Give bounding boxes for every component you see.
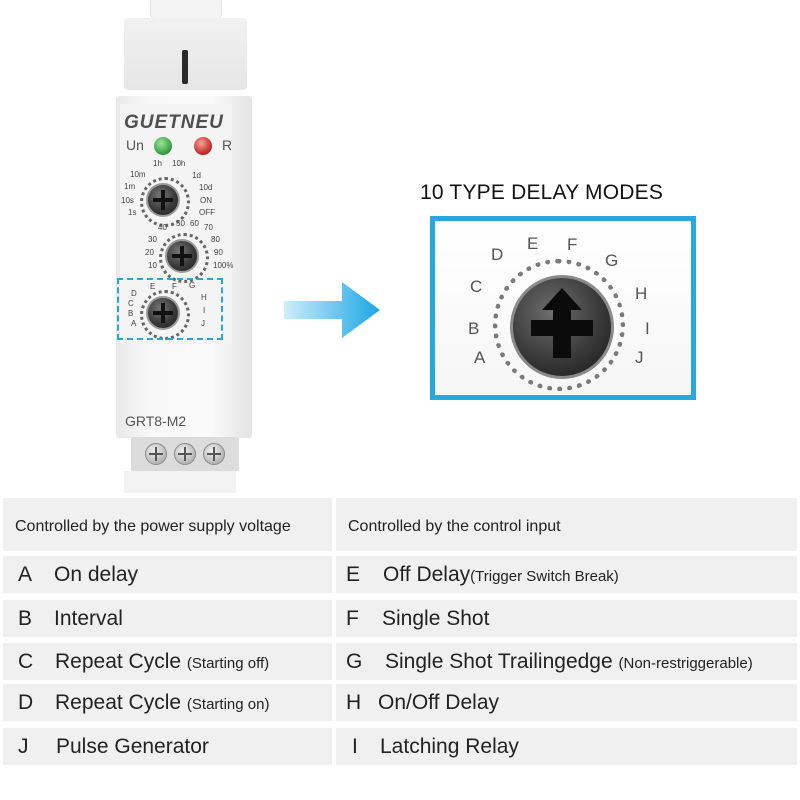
mode-label: D <box>491 245 504 264</box>
mode-label: B <box>468 319 480 338</box>
mode-name: Single Shot <box>382 607 490 630</box>
mode-label: E <box>527 234 539 253</box>
dial-label: 1h <box>153 159 162 168</box>
dial-label: I <box>203 306 206 315</box>
zoom-title: 10 TYPE DELAY MODES <box>420 181 664 204</box>
mode-letter: A <box>18 563 33 586</box>
dial-label: J <box>201 319 205 328</box>
mode-letter: G <box>346 650 363 673</box>
relay-led-icon <box>194 137 212 155</box>
dial-label: 90 <box>214 248 223 257</box>
mode-label: F <box>567 235 578 254</box>
dial-label: B <box>128 309 134 318</box>
dial-label: E <box>150 282 156 291</box>
dial-label: 100% <box>213 261 234 270</box>
terminal-screw-icon <box>174 443 196 465</box>
mode-label: H <box>635 284 648 303</box>
mode-label: C <box>470 277 483 296</box>
mode-knob-zoomed <box>510 275 614 379</box>
mode-name: Off Delay(Trigger Switch Break) <box>383 563 619 586</box>
dial-label: 10s <box>121 196 134 205</box>
mode-label: J <box>635 348 644 367</box>
dial-label: H <box>201 293 207 302</box>
table-row: A On delay <box>3 556 332 593</box>
device-foot <box>124 471 236 493</box>
mode-knob[interactable] <box>146 296 180 330</box>
led-label-r: R <box>222 137 233 153</box>
percentage-knob[interactable] <box>165 239 199 273</box>
power-led-icon <box>154 137 172 155</box>
arrow-up-icon <box>542 288 582 310</box>
table-row: F Single Shot <box>336 600 797 637</box>
dial-label: 60 <box>190 219 199 228</box>
model-label: GRT8-M2 <box>125 413 187 429</box>
time-range-knob[interactable] <box>146 183 180 217</box>
table-row: I Latching Relay <box>336 728 797 765</box>
column-header-power: Controlled by the power supply voltage <box>3 498 332 551</box>
terminal-screw-icon <box>203 443 225 465</box>
table-row: H On/Off Delay <box>336 684 797 721</box>
dial-label: G <box>189 281 196 290</box>
table-row: G Single Shot Trailingedge (Non-restrigg… <box>336 643 797 680</box>
dial-label: 1s <box>128 208 137 217</box>
table-row: J Pulse Generator <box>3 728 332 765</box>
table-row: E Off Delay(Trigger Switch Break) <box>336 556 797 593</box>
dial-label: A <box>131 319 137 328</box>
dial-ticks <box>159 233 209 283</box>
led-label-un: Un <box>126 137 144 153</box>
mode-name: Single Shot Trailingedge (Non-restrigger… <box>385 650 753 673</box>
mode-label: G <box>605 251 619 270</box>
table-row: C Repeat Cycle (Starting off) <box>3 643 332 680</box>
dial-label: OFF <box>199 208 215 217</box>
dial-label: 10d <box>199 183 213 192</box>
dial-label: 80 <box>211 235 220 244</box>
dial-label: 40 <box>158 223 167 232</box>
terminal-screw-icon <box>145 443 167 465</box>
mode-letter: J <box>18 735 29 758</box>
dial-label: 20 <box>145 248 154 257</box>
mode-label: A <box>474 348 486 367</box>
dial-label: C <box>128 299 134 308</box>
dial-label: D <box>131 289 137 298</box>
mode-name: On/Off Delay <box>378 691 499 714</box>
dial-label: 70 <box>204 223 213 232</box>
dial-label: 10 <box>148 261 157 270</box>
table-row: D Repeat Cycle (Starting on) <box>3 684 332 721</box>
mode-name: Repeat Cycle (Starting off) <box>55 650 270 673</box>
mode-dial-highlight <box>117 278 223 340</box>
dial-label: 10h <box>172 159 186 168</box>
dial-label: 10m <box>130 170 146 179</box>
column-header-control: Controlled by the control input <box>336 498 797 551</box>
dial-ticks <box>140 177 190 227</box>
mode-letter: I <box>352 735 358 758</box>
device-slot <box>182 50 188 84</box>
dial-label: 50 <box>176 219 185 228</box>
mode-letter: D <box>18 691 34 714</box>
table-row: B Interval <box>3 600 332 637</box>
dial-ticks <box>493 259 625 391</box>
mode-name: Repeat Cycle (Starting on) <box>55 691 270 714</box>
mode-letter: F <box>346 607 359 630</box>
brand-logo: GUETNEU <box>124 112 224 133</box>
dial-label: 1m <box>124 182 136 191</box>
mode-name: Latching Relay <box>380 735 519 758</box>
dial-label: F <box>172 282 177 291</box>
dial-label: 30 <box>148 235 157 244</box>
mode-letter: H <box>346 691 362 714</box>
mode-name: On delay <box>54 563 139 586</box>
zoom-panel: D E F G C H B I A J <box>430 216 696 400</box>
mode-label: I <box>645 319 650 338</box>
dial-label: 1d <box>192 171 201 180</box>
mode-letter: E <box>346 563 361 586</box>
mode-letter: B <box>18 607 33 630</box>
mode-name: Pulse Generator <box>56 735 209 758</box>
right-arrow-icon <box>284 282 380 338</box>
mode-name: Interval <box>54 607 123 630</box>
mode-letter: C <box>18 650 34 673</box>
dial-label: ON <box>200 196 212 205</box>
